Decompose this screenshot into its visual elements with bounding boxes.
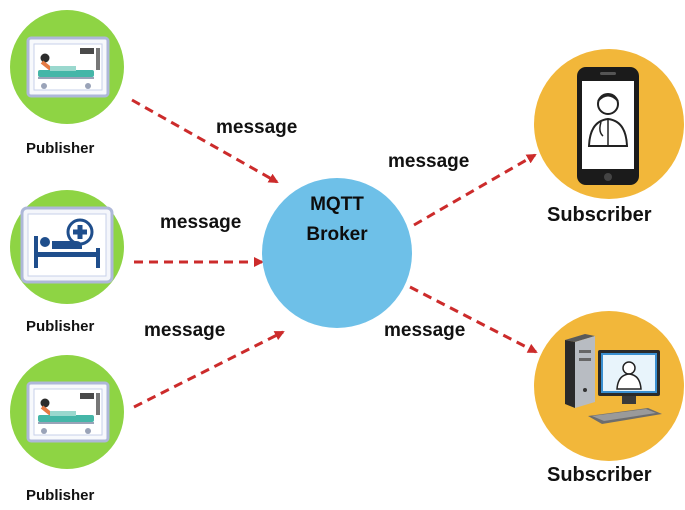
subscriber-node-1: [534, 49, 684, 199]
subscriber-node-2: [534, 311, 684, 461]
hospital-bed-monitor-icon: [26, 36, 110, 98]
subscriber-label-1: Subscriber: [547, 204, 652, 226]
desktop-computer-doctor-icon: [565, 334, 662, 424]
arrow-broker-to-sub2: [409, 285, 538, 354]
broker-label: MQTT Broker: [262, 190, 412, 250]
publisher-label-1: Publisher: [26, 140, 95, 157]
publisher-node-2: [10, 190, 124, 304]
message-label-pub3: message: [144, 320, 226, 341]
broker-label-line2: Broker: [306, 224, 368, 245]
publisher-label-3: Publisher: [26, 487, 95, 504]
message-label-sub1: message: [388, 151, 470, 172]
broker-label-line1: MQTT: [310, 194, 364, 215]
arrow-pub1-to-broker: [131, 98, 279, 184]
message-label-pub2: message: [160, 212, 242, 233]
publisher-node-1: [10, 10, 124, 124]
hospital-bed-monitor-icon: [26, 381, 110, 443]
publisher-node-3: [10, 355, 124, 469]
message-label-sub2: message: [384, 320, 466, 341]
patient-bed-icon: [20, 206, 114, 284]
smartphone-doctor-icon: [577, 67, 639, 185]
arrow-pub3-to-broker: [133, 330, 285, 409]
arrow-broker-to-sub1: [413, 153, 537, 227]
mqtt-broker-node: [262, 178, 412, 328]
publisher-label-2: Publisher: [26, 318, 95, 335]
connections: [131, 98, 538, 409]
subscriber-label-2: Subscriber: [547, 464, 652, 486]
message-label-pub1: message: [216, 117, 298, 138]
